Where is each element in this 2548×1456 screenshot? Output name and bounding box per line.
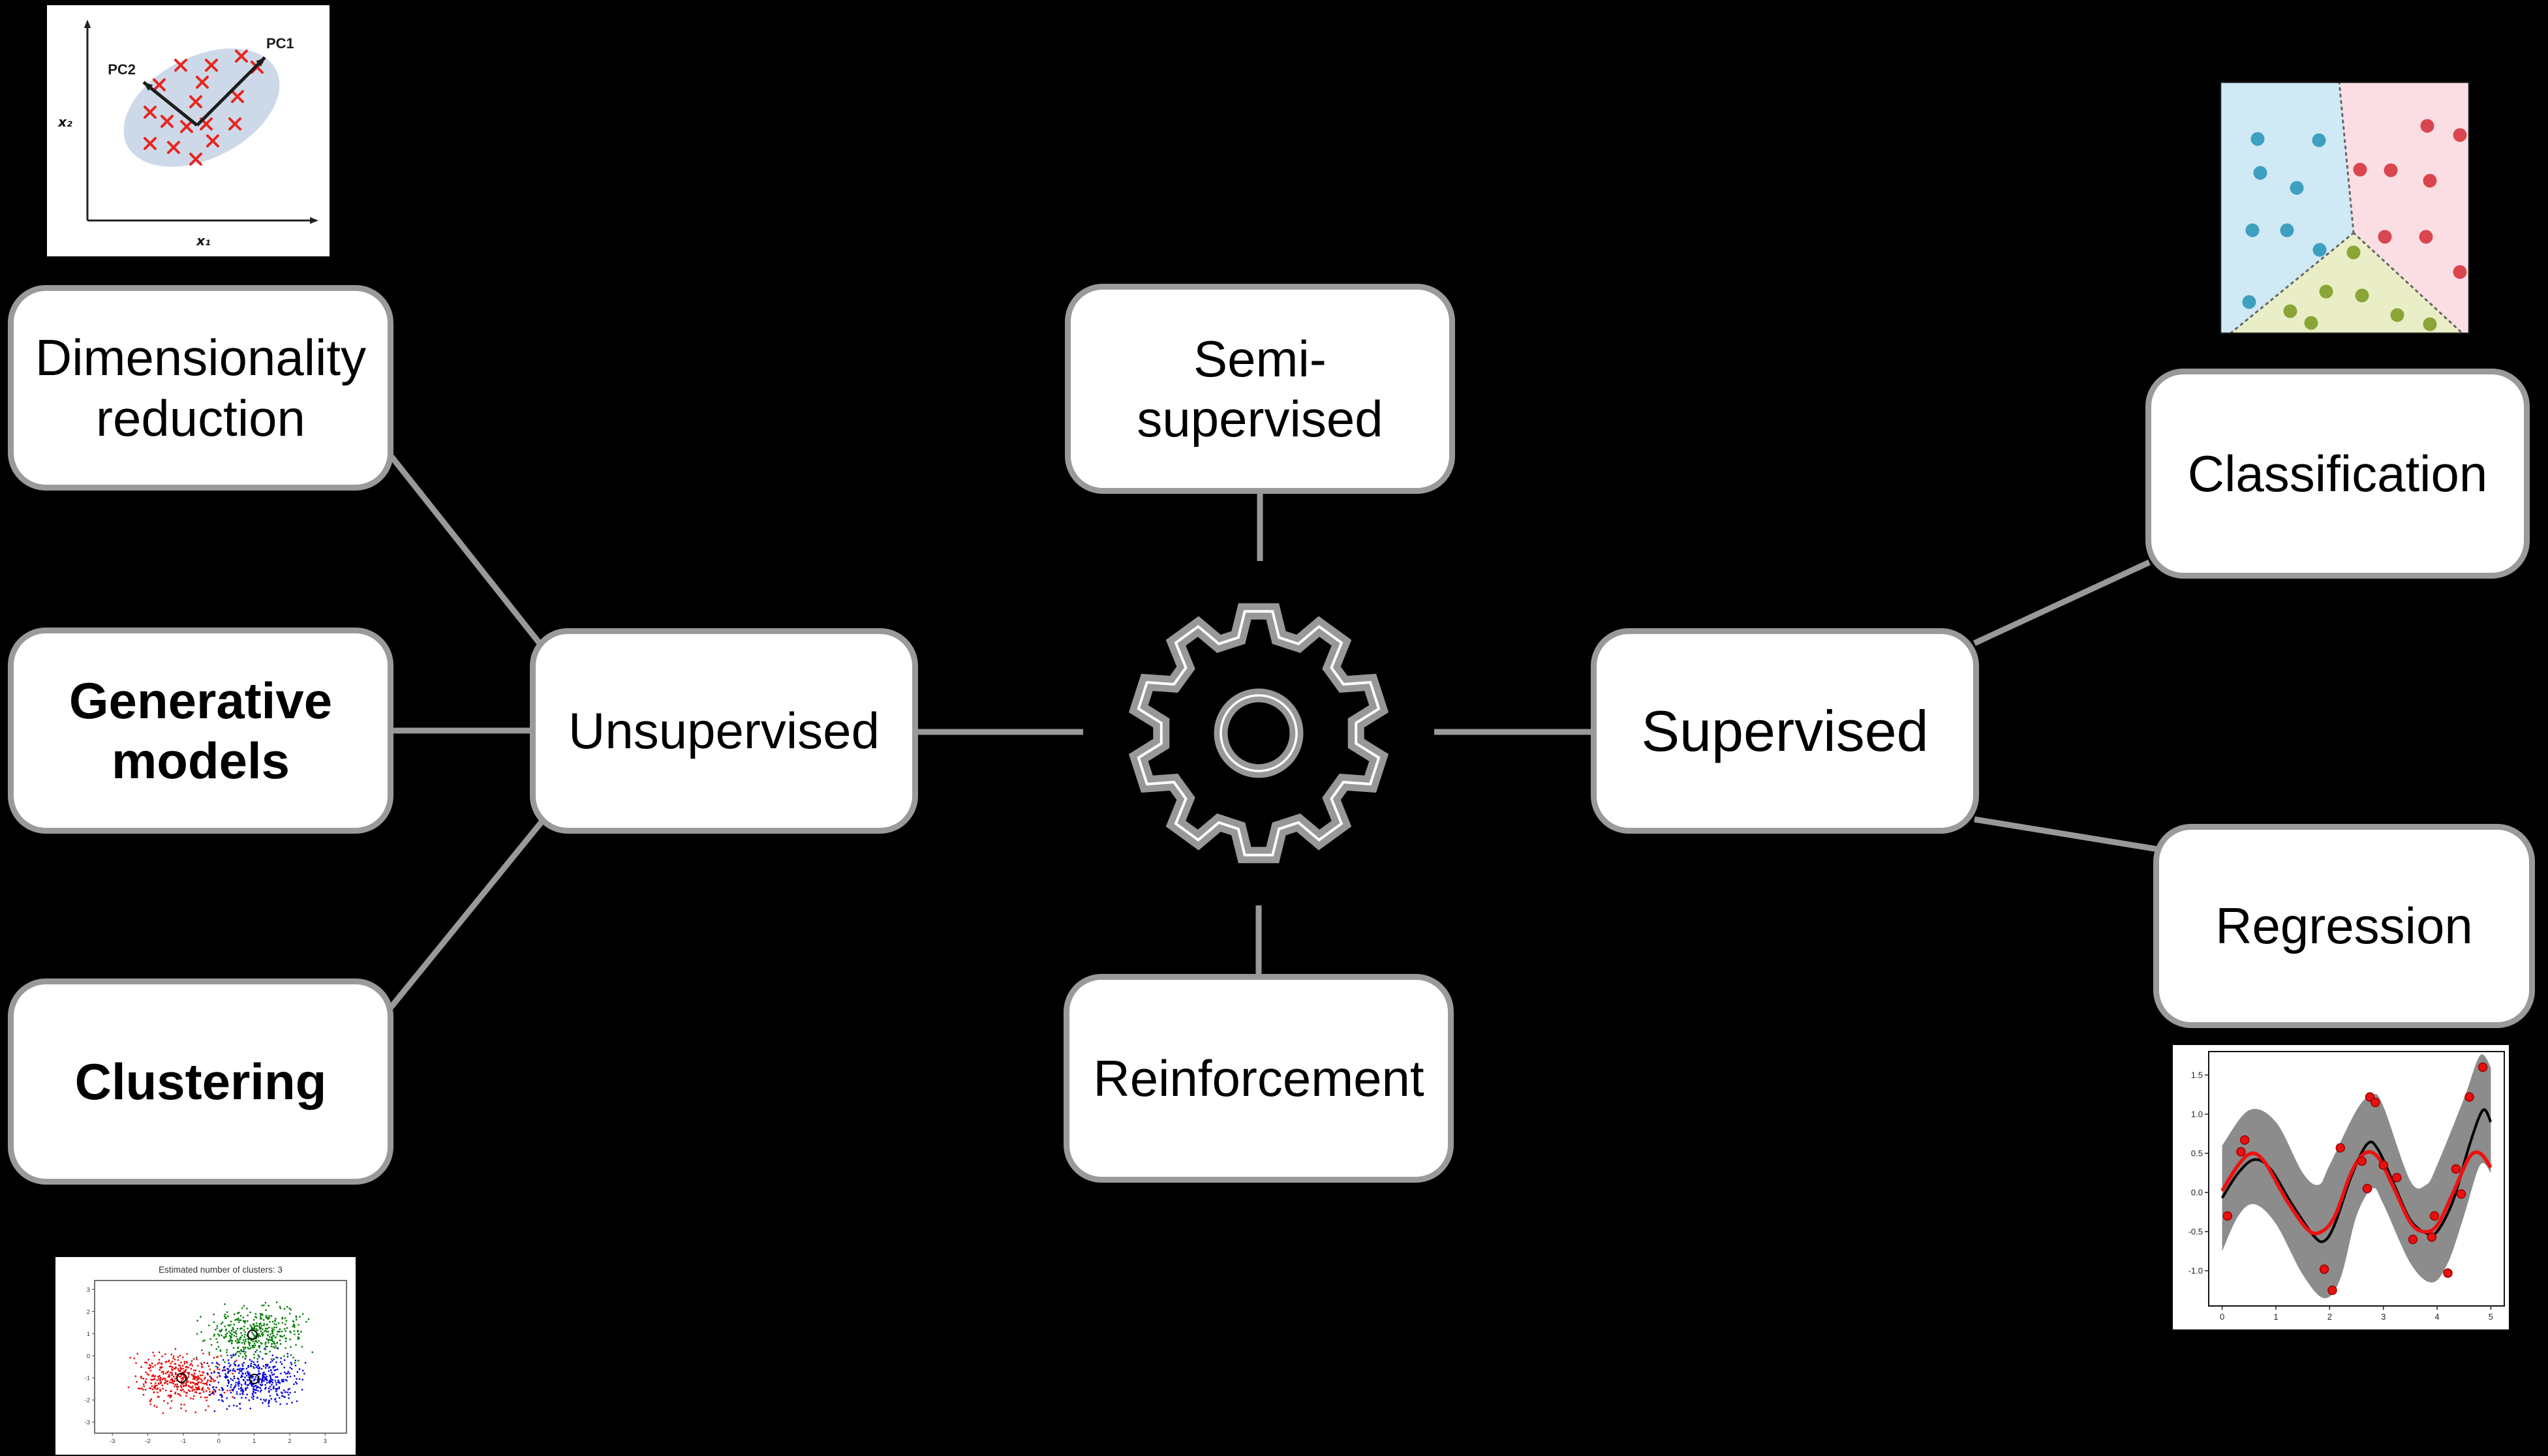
svg-text:3: 3 <box>324 1438 327 1445</box>
svg-text:-1: -1 <box>85 1375 90 1382</box>
svg-text:0.5: 0.5 <box>2191 1149 2203 1159</box>
svg-text:0: 0 <box>217 1438 221 1445</box>
node-label: Generative models <box>69 671 333 789</box>
svg-text:1: 1 <box>253 1438 256 1445</box>
svg-text:Estimated number of clusters:: Estimated number of clusters: 3 <box>159 1265 283 1275</box>
svg-text:5: 5 <box>2489 1312 2493 1322</box>
node-label: Regression <box>2215 897 2473 955</box>
svg-text:-2: -2 <box>85 1397 90 1404</box>
svg-text:0.0: 0.0 <box>2191 1188 2203 1198</box>
svg-text:x₂: x₂ <box>57 114 72 130</box>
svg-text:-1.0: -1.0 <box>2188 1266 2203 1276</box>
svg-text:PC1: PC1 <box>266 35 294 52</box>
svg-text:0: 0 <box>87 1353 90 1360</box>
svg-text:1: 1 <box>2273 1312 2278 1322</box>
svg-text:4: 4 <box>2434 1312 2439 1322</box>
svg-text:2: 2 <box>288 1438 291 1445</box>
svg-text:1: 1 <box>87 1331 90 1338</box>
node-label: Supervised <box>1641 698 1929 763</box>
node-label: Classification <box>2187 444 2488 502</box>
regression-plot-thumbnail: 0 1 2 3 4 5 1.5 1.0 0.5 0.0 -0.5 -1.0 <box>2173 1045 2509 1329</box>
svg-text:3: 3 <box>2381 1312 2386 1322</box>
classification-plot-thumbnail <box>2220 82 2470 334</box>
node-generative-models: Generative models <box>8 628 393 834</box>
svg-text:-3: -3 <box>110 1438 115 1445</box>
node-classification: Classification <box>2145 369 2530 579</box>
node-label: Unsupervised <box>568 702 880 760</box>
svg-text:-2: -2 <box>145 1438 150 1445</box>
svg-text:3: 3 <box>87 1286 90 1294</box>
svg-text:-1: -1 <box>181 1438 186 1445</box>
node-regression: Regression <box>2153 824 2535 1028</box>
svg-text:2: 2 <box>87 1309 90 1316</box>
svg-text:2: 2 <box>2327 1312 2332 1322</box>
node-supervised: Supervised <box>1591 628 1979 834</box>
node-label: Semi- supervised <box>1137 329 1383 447</box>
clustering-plot-thumbnail: Estimated number of clusters: 3 -3 -2 -1 0 1 2… <box>55 1257 356 1455</box>
node-clustering: Clustering <box>8 978 393 1185</box>
svg-text:-0.5: -0.5 <box>2188 1227 2203 1237</box>
node-label: Clustering <box>74 1052 327 1110</box>
svg-text:1.5: 1.5 <box>2191 1070 2203 1080</box>
node-dimensionality-reduction: Dimensionality reduction <box>8 285 393 491</box>
node-reinforcement: Reinforcement <box>1064 974 1454 1183</box>
svg-text:x₁: x₁ <box>196 233 211 249</box>
svg-text:-3: -3 <box>85 1419 90 1427</box>
node-label: Dimensionality reduction <box>35 329 367 447</box>
gear-icon <box>1083 561 1434 905</box>
svg-text:PC2: PC2 <box>108 61 136 78</box>
node-label: Reinforcement <box>1093 1049 1424 1107</box>
svg-text:0: 0 <box>2220 1312 2224 1322</box>
svg-text:1.0: 1.0 <box>2191 1110 2203 1119</box>
node-semi-supervised: Semi- supervised <box>1065 284 1455 494</box>
node-unsupervised: Unsupervised <box>530 628 918 834</box>
